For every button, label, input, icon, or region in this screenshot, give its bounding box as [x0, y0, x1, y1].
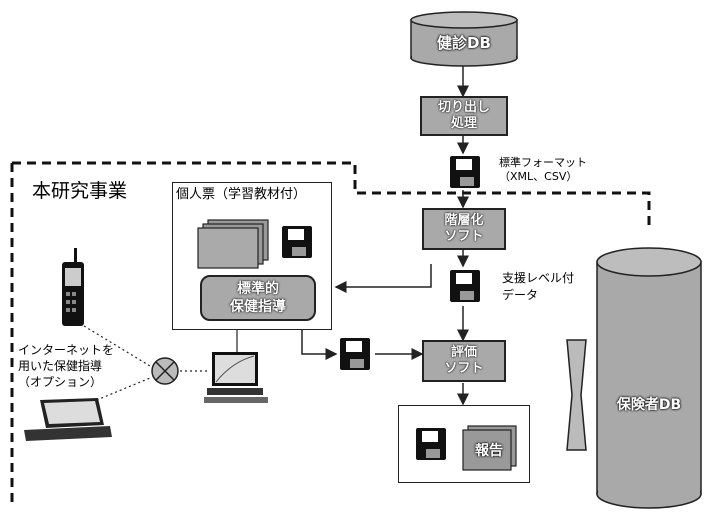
laptop-icon: [24, 398, 112, 441]
arrow-kaisou-to-kojinhyo: [336, 264, 431, 287]
evaluation-software-box: 評価 ソフト: [422, 340, 506, 382]
hokensha-db-cylinder: [597, 248, 701, 508]
network-hub-icon: [152, 358, 178, 384]
extract-process-box: 切り出し 処理: [420, 96, 508, 136]
report-label: 報告: [468, 444, 510, 458]
data-link-icon: [567, 340, 586, 450]
hokensha-db-label: 保険者DB: [600, 398, 698, 412]
kenshin-db-label: 健診DB: [420, 36, 508, 50]
floppy-disk-icon: [416, 428, 446, 460]
floppy-disk-icon: [450, 270, 480, 302]
internet-guidance-label: インターネットを 用いた保健指導 （オプション）: [18, 342, 114, 390]
std-format-label: 標準フォーマット （XML、CSV）: [499, 156, 587, 184]
mobile-phone-icon: [62, 248, 84, 326]
floppy-disk-icon: [282, 226, 312, 258]
project-title: 本研究事業: [32, 180, 127, 202]
support-level-data-label: 支援レベル付 データ: [502, 270, 574, 304]
floppy-disk-icon: [450, 156, 480, 188]
standard-guidance-box: 標準的 保健指導: [200, 275, 316, 321]
arrow-kojinhyo-to-floppy: [302, 330, 336, 354]
kojinhyo-label: 個人票（学習教材付）: [176, 187, 306, 203]
floppy-disk-icon: [340, 338, 370, 370]
desktop-pc-icon: [204, 352, 268, 403]
stratification-software-box: 階層化 ソフト: [422, 208, 506, 250]
